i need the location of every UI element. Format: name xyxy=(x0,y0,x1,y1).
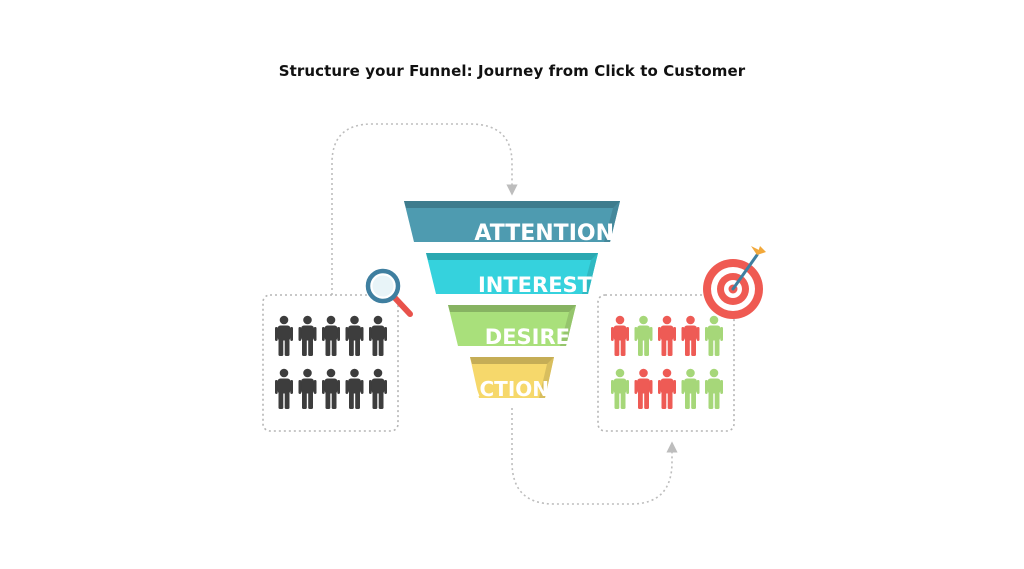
right-person-icon xyxy=(681,315,700,356)
funnel-stage-label: DESIRE xyxy=(485,325,570,349)
funnel-stage-label: ACTION xyxy=(464,377,549,401)
connector-bottom xyxy=(511,408,678,505)
right-person-icon xyxy=(658,315,676,356)
magnifier-icon xyxy=(365,268,413,317)
left-person-icon xyxy=(322,368,340,409)
funnel-stage-label: INTEREST xyxy=(478,273,593,297)
right-person-icon xyxy=(681,368,700,409)
left-person-icon xyxy=(322,315,340,356)
connector-top xyxy=(331,123,518,295)
funnel-stage-action: ACTION xyxy=(464,357,554,401)
funnel-stage-label: ATTENTION xyxy=(474,221,614,246)
left-person-icon xyxy=(298,368,317,409)
funnel-stage-desire: DESIRE xyxy=(448,305,576,349)
left-person-icon xyxy=(345,368,364,409)
funnel-stage-interest: INTEREST xyxy=(426,253,598,297)
left-person-icon xyxy=(369,368,387,409)
right-group-box xyxy=(597,294,735,432)
right-person-icon xyxy=(658,368,676,409)
funnel: ATTENTION INTEREST DESIRE ACTION xyxy=(404,201,620,401)
right-person-icon xyxy=(705,315,723,356)
left-person-icon xyxy=(369,315,387,356)
right-person-icon xyxy=(611,315,629,356)
right-people-grid xyxy=(611,315,723,409)
target-icon xyxy=(703,246,766,319)
left-group-box xyxy=(262,294,399,432)
left-person-icon xyxy=(275,315,293,356)
right-person-icon xyxy=(634,368,653,409)
funnel-stage-attention: ATTENTION xyxy=(404,201,620,246)
left-person-icon xyxy=(345,315,364,356)
left-person-icon xyxy=(298,315,317,356)
left-people-grid xyxy=(275,315,387,409)
right-person-icon xyxy=(705,368,723,409)
page-title: Structure your Funnel: Journey from Clic… xyxy=(278,62,746,80)
right-person-icon xyxy=(611,368,629,409)
left-person-icon xyxy=(275,368,293,409)
right-person-icon xyxy=(634,315,653,356)
